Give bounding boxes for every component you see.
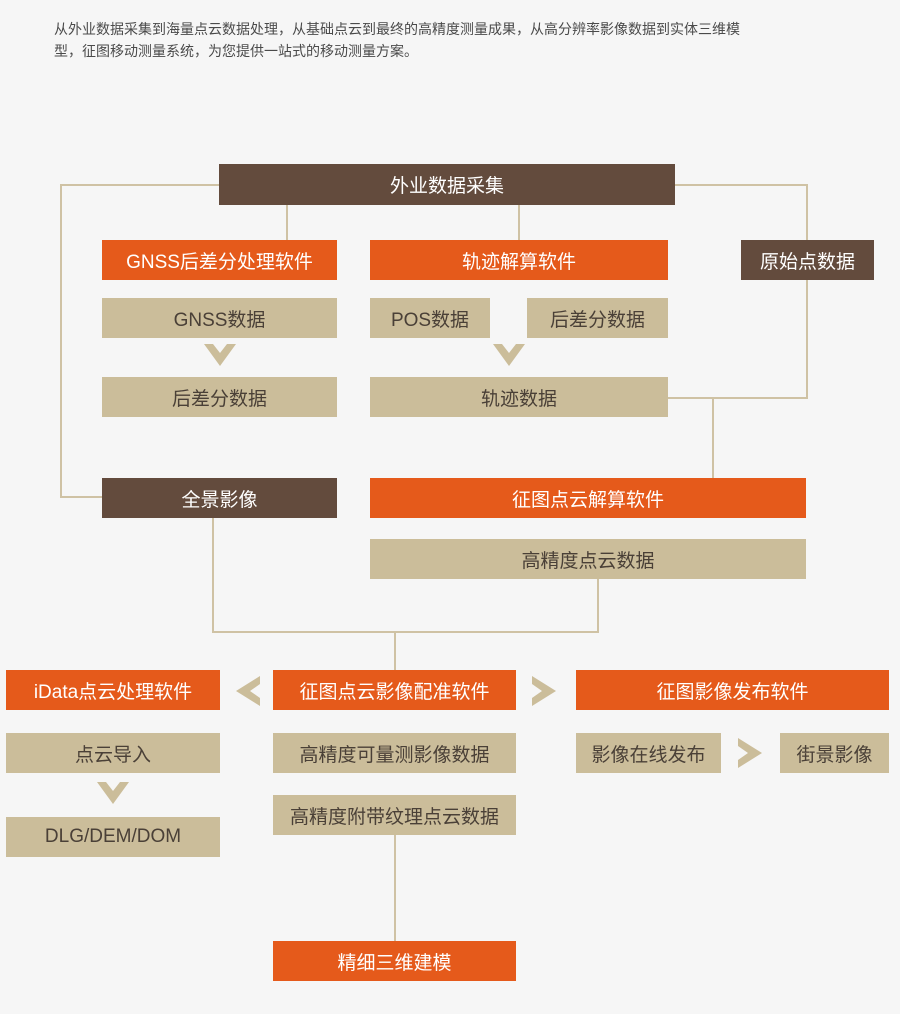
chevron-right-icon: [532, 676, 556, 706]
connector-line: [286, 205, 288, 240]
trajectory-software-box: 轨迹解算软件: [370, 240, 668, 280]
connector-line: [212, 631, 599, 633]
post-diff-data-left-box: 后差分数据: [102, 377, 337, 417]
connector-line: [668, 397, 808, 399]
idata-software-box: iData点云处理软件: [6, 670, 220, 710]
field-collection-box: 外业数据采集: [219, 164, 675, 205]
connector-line: [712, 397, 714, 478]
intro-text: 从外业数据采集到海量点云数据处理，从基础点云到最终的高精度测量成果，从高分辨率影…: [54, 18, 834, 62]
connector-line: [394, 631, 396, 670]
connector-line: [806, 184, 808, 240]
pos-data-box: POS数据: [370, 298, 490, 338]
intro-line-1: 从外业数据采集到海量点云数据处理，从基础点云到最终的高精度测量成果，从高分辨率影…: [54, 21, 740, 37]
panorama-box: 全景影像: [102, 478, 337, 518]
connector-line: [806, 279, 808, 398]
connector-line: [212, 518, 214, 632]
chevron-down-icon: [493, 344, 525, 366]
chevron-left-icon: [236, 676, 260, 706]
fine-3d-modeling-box: 精细三维建模: [273, 941, 516, 981]
image-publish-software-box: 征图影像发布软件: [576, 670, 889, 710]
connector-line: [60, 184, 62, 497]
connector-line: [60, 184, 220, 186]
intro-line-2: 型，征图移动测量系统，为您提供一站式的移动测量方案。: [54, 43, 418, 59]
pointcloud-import-box: 点云导入: [6, 733, 220, 773]
pointcloud-software-box: 征图点云解算软件: [370, 478, 806, 518]
textured-pointcloud-box: 高精度附带纹理点云数据: [273, 795, 516, 835]
chevron-down-icon: [204, 344, 236, 366]
raw-point-data-box: 原始点数据: [741, 240, 874, 280]
post-diff-data-right-box: 后差分数据: [527, 298, 668, 338]
connector-line: [394, 835, 396, 941]
street-view-box: 街景影像: [780, 733, 889, 773]
connector-line: [674, 184, 808, 186]
connector-line: [60, 496, 102, 498]
gnss-data-box: GNSS数据: [102, 298, 337, 338]
chevron-right-icon: [738, 738, 762, 768]
connector-line: [597, 579, 599, 632]
dlg-dem-dom-box: DLG/DEM/DOM: [6, 817, 220, 857]
connector-line: [518, 205, 520, 240]
trajectory-data-box: 轨迹数据: [370, 377, 668, 417]
measurable-image-box: 高精度可量测影像数据: [273, 733, 516, 773]
chevron-down-icon: [97, 782, 129, 804]
hp-pointcloud-box: 高精度点云数据: [370, 539, 806, 579]
gnss-software-box: GNSS后差分处理软件: [102, 240, 337, 280]
online-publish-box: 影像在线发布: [576, 733, 721, 773]
registration-software-box: 征图点云影像配准软件: [273, 670, 516, 710]
